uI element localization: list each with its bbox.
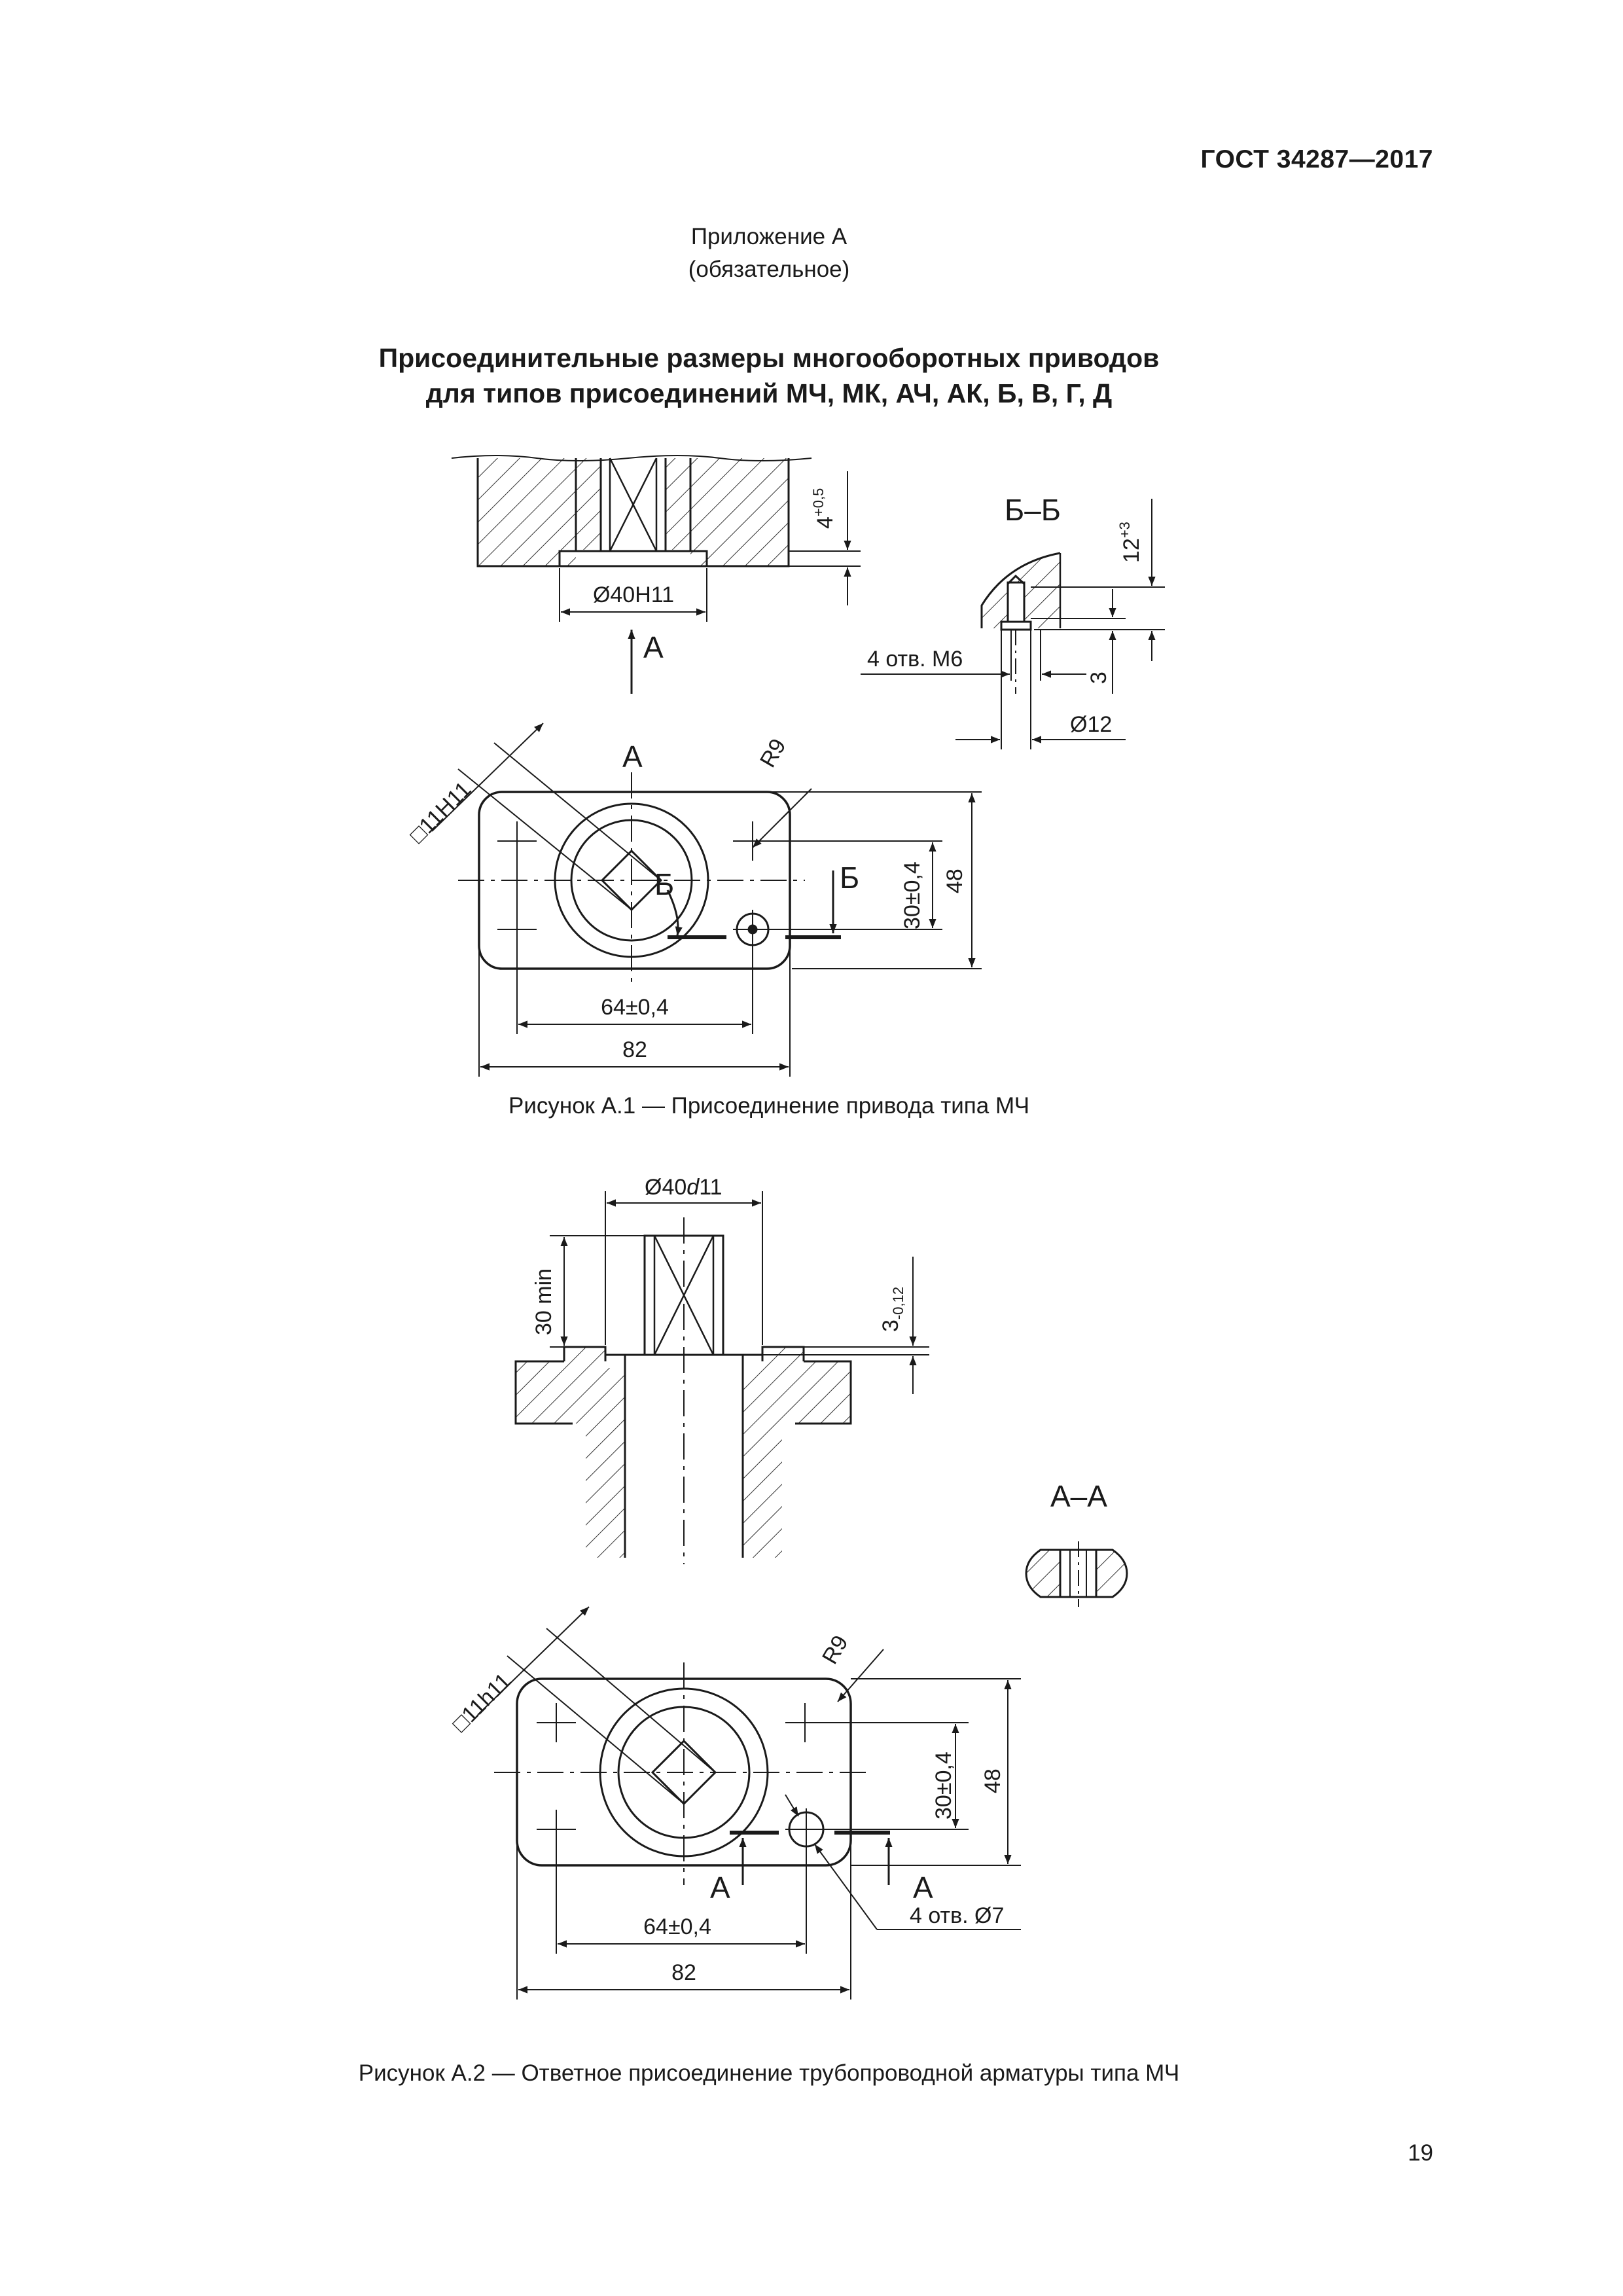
appendix-status: (обязательное) xyxy=(688,257,850,282)
fig1-r9-label: R9 xyxy=(755,734,791,772)
appendix-title: Приложение А xyxy=(690,224,847,249)
fig1-dia12-label: Ø12 xyxy=(1070,712,1112,737)
fig1-dim30-label: 30±0,4 xyxy=(900,861,925,929)
fig1-dim3-label: 3 xyxy=(1086,672,1111,684)
fig2-section-aa-title: А–А xyxy=(1050,1479,1107,1513)
fig2-cut-a-right: А xyxy=(913,1871,933,1905)
fig1-square-label: □11H11 xyxy=(405,777,476,848)
figure-1-caption: Рисунок А.1 — Присоединение привода типа… xyxy=(508,1093,1030,1119)
fig2-cut-a-left: А xyxy=(710,1871,730,1905)
figure-a1: Ø40H11 4+0,5 A Б–Б xyxy=(405,455,1165,1077)
fig1-tol4-label: 4+0,5 xyxy=(810,488,838,529)
section-title-line-2: для типов присоединений МЧ, МК, АЧ, АК, … xyxy=(425,378,1113,408)
fig2-section-aa xyxy=(1025,1541,1128,1607)
fig1-top-section-view xyxy=(451,455,861,694)
fig1-view-a-marker: A xyxy=(622,740,643,774)
fig1-dim82-label: 82 xyxy=(622,1037,647,1062)
fig2-side-section-view xyxy=(514,1191,929,1564)
fig2-dim64-label: 64±0,4 xyxy=(643,1914,711,1939)
fig2-dim82-label: 82 xyxy=(671,1960,696,1985)
fig2-plan-view xyxy=(477,1606,1021,2000)
fig2-tol3-label: 3-0,12 xyxy=(878,1287,906,1332)
fig1-dia40-label: Ø40H11 xyxy=(593,583,674,607)
fig1-section-bb-title: Б–Б xyxy=(1005,493,1061,527)
fig2-min30-label: 30 min xyxy=(531,1268,556,1335)
document-code: ГОСТ 34287—2017 xyxy=(1200,145,1433,173)
fig2-dim48-label: 48 xyxy=(980,1768,1005,1793)
fig1-section-bb xyxy=(861,499,1165,749)
fig1-plan-view xyxy=(431,723,982,1077)
fig1-tol12-label: 12+3 xyxy=(1116,522,1144,563)
figure-2-caption: Рисунок А.2 — Ответное присоединение тру… xyxy=(358,2060,1180,2086)
fig1-view-a-label: A xyxy=(643,630,664,664)
fig2-dia40-label: Ø40d11 xyxy=(645,1175,722,1200)
fig1-holes-label: 4 отв. М6 xyxy=(867,647,963,672)
fig2-holes-label: 4 отв. Ø7 xyxy=(910,1903,1004,1928)
fig1-dim48-label: 48 xyxy=(942,869,967,893)
fig2-r9-label: R9 xyxy=(817,1631,853,1668)
fig1-dim64-label: 64±0,4 xyxy=(601,995,669,1020)
figure-a2: Ø40d11 30 min 3-0,12 А–А xyxy=(448,1175,1128,2000)
fig1-cut-b-left: Б xyxy=(654,867,674,901)
fig1-cut-b-right: Б xyxy=(840,861,859,895)
fig2-dim30-label: 30±0,4 xyxy=(931,1751,956,1820)
fig2-square-label: □11h11 xyxy=(448,1668,516,1737)
section-title-line-1: Присоединительные размеры многооборотных… xyxy=(378,343,1160,373)
page-number: 19 xyxy=(1408,2140,1433,2166)
